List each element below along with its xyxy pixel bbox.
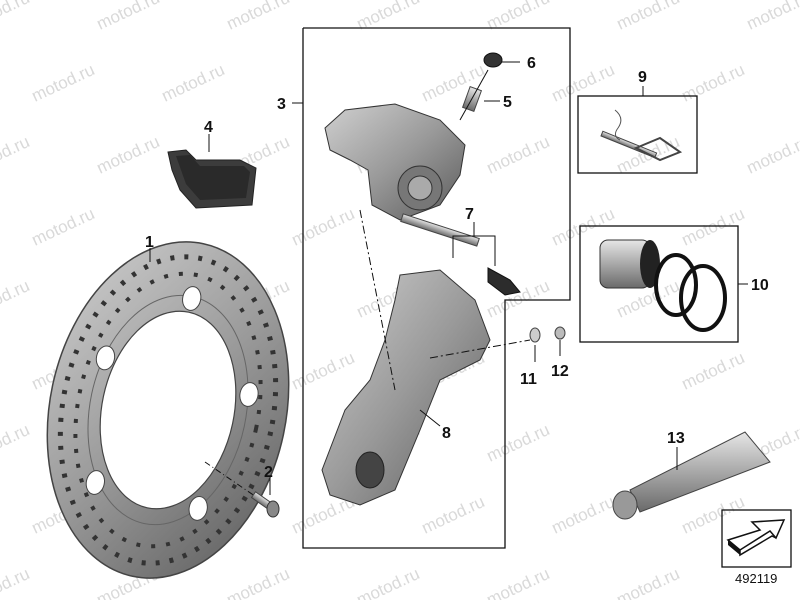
callout-12: 12	[551, 363, 569, 380]
watermark-text: motod.ru	[0, 132, 32, 178]
bleed-valve	[461, 85, 500, 113]
watermark-text: motod.ru	[224, 564, 293, 600]
watermark-text: motod.ru	[94, 0, 163, 34]
callout-5: 5	[503, 94, 512, 111]
caliper-carrier	[321, 209, 531, 506]
watermark-text: motod.ru	[679, 204, 748, 250]
callout-10: 10	[751, 277, 769, 294]
leader-lines	[149, 69, 489, 495]
brake-disc	[46, 241, 290, 579]
callout-8: 8	[442, 425, 451, 442]
plug-12	[554, 326, 566, 356]
watermark-text: motod.ru	[289, 204, 358, 250]
watermark-text: motod.ru	[614, 0, 683, 34]
reference-arrow-frame	[721, 509, 792, 568]
watermark-text: motod.ru	[419, 492, 488, 538]
brake-caliper	[324, 103, 466, 221]
watermark-text: motod.ru	[354, 564, 423, 600]
watermark-text: motod.ru	[0, 276, 32, 322]
callout-11: 11	[520, 371, 537, 388]
reference-arrow-icon	[726, 519, 786, 557]
callout-3: 3	[277, 96, 286, 113]
callout-6: 6	[527, 55, 536, 72]
watermark-text: motod.ru	[744, 0, 800, 34]
watermark-text: motod.ru	[744, 132, 800, 178]
grease-tube	[612, 431, 771, 520]
watermark-text: motod.ru	[29, 204, 98, 250]
diagram-number: 492119	[735, 571, 777, 586]
kit-9-frame	[577, 95, 698, 174]
watermark-text: motod.ru	[29, 60, 98, 106]
watermark-text: motod.ru	[484, 420, 553, 466]
callout-13: 13	[667, 430, 685, 447]
disc-bolt	[204, 461, 280, 518]
callout-7: 7	[465, 206, 474, 223]
watermark-text: motod.ru	[159, 60, 228, 106]
watermark-text: motod.ru	[0, 564, 32, 600]
watermark-text: motod.ru	[679, 348, 748, 394]
piston-seal-kit	[599, 239, 748, 332]
watermark-text: motod.ru	[614, 564, 683, 600]
watermark-text: motod.ru	[0, 0, 32, 34]
brake-pads	[167, 149, 257, 209]
watermark-text: motod.ru	[549, 60, 618, 106]
pad-retaining-kit	[600, 86, 683, 162]
guide-pin-set	[400, 213, 521, 296]
caliper-group-frame	[302, 27, 571, 549]
watermark-text: motod.ru	[0, 420, 32, 466]
watermark-text: motod.ru	[679, 492, 748, 538]
callout-2: 2	[264, 464, 273, 481]
watermark-text: motod.ru	[549, 492, 618, 538]
callout-4: 4	[204, 119, 213, 136]
callout-9: 9	[638, 69, 647, 86]
watermark-text: motod.ru	[679, 60, 748, 106]
watermark-text: motod.ru	[289, 348, 358, 394]
dust-cap	[483, 52, 520, 68]
watermark-text: motod.ru	[484, 132, 553, 178]
callout-1: 1	[145, 234, 154, 251]
watermark-text: motod.ru	[484, 564, 553, 600]
watermark-text: motod.ru	[94, 132, 163, 178]
watermark-text: motod.ru	[224, 0, 293, 34]
washer-11	[529, 327, 541, 362]
